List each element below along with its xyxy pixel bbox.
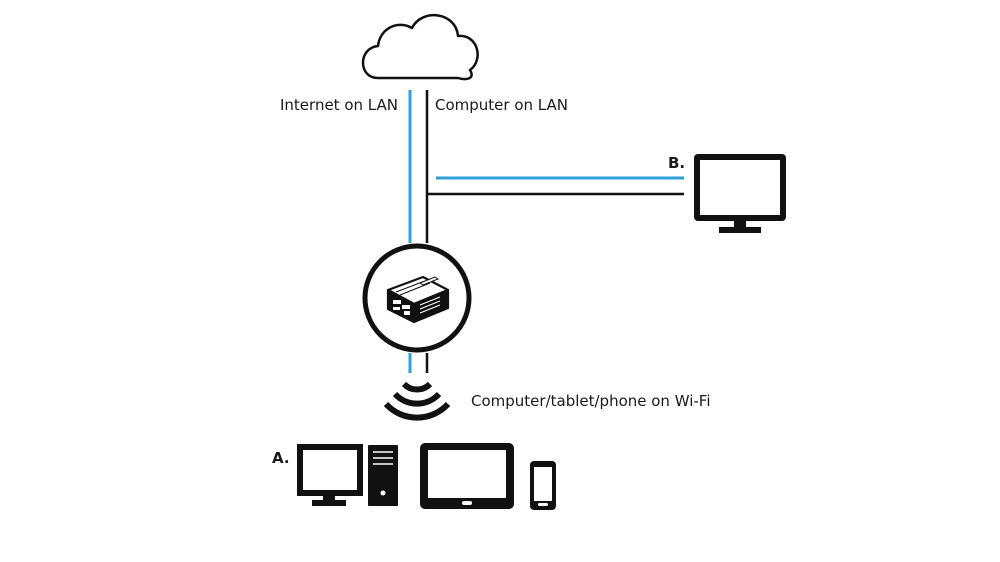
monitor-icon [694,154,786,233]
tablet-icon [420,443,514,509]
cloud-icon [361,13,479,81]
wifi-signal-icon [383,381,451,421]
wifi-label: Computer/tablet/phone on Wi-Fi [471,392,711,410]
computer-lan-label: Computer on LAN [435,96,568,114]
tag-b: B. [668,154,686,172]
desktop-monitor-icon [297,444,363,506]
network-adapter-icon [386,275,450,324]
pc-tower-icon [368,445,398,506]
tag-a: A. [272,449,290,467]
internet-lan-label: Internet on LAN [280,96,398,114]
phone-icon [530,461,556,510]
